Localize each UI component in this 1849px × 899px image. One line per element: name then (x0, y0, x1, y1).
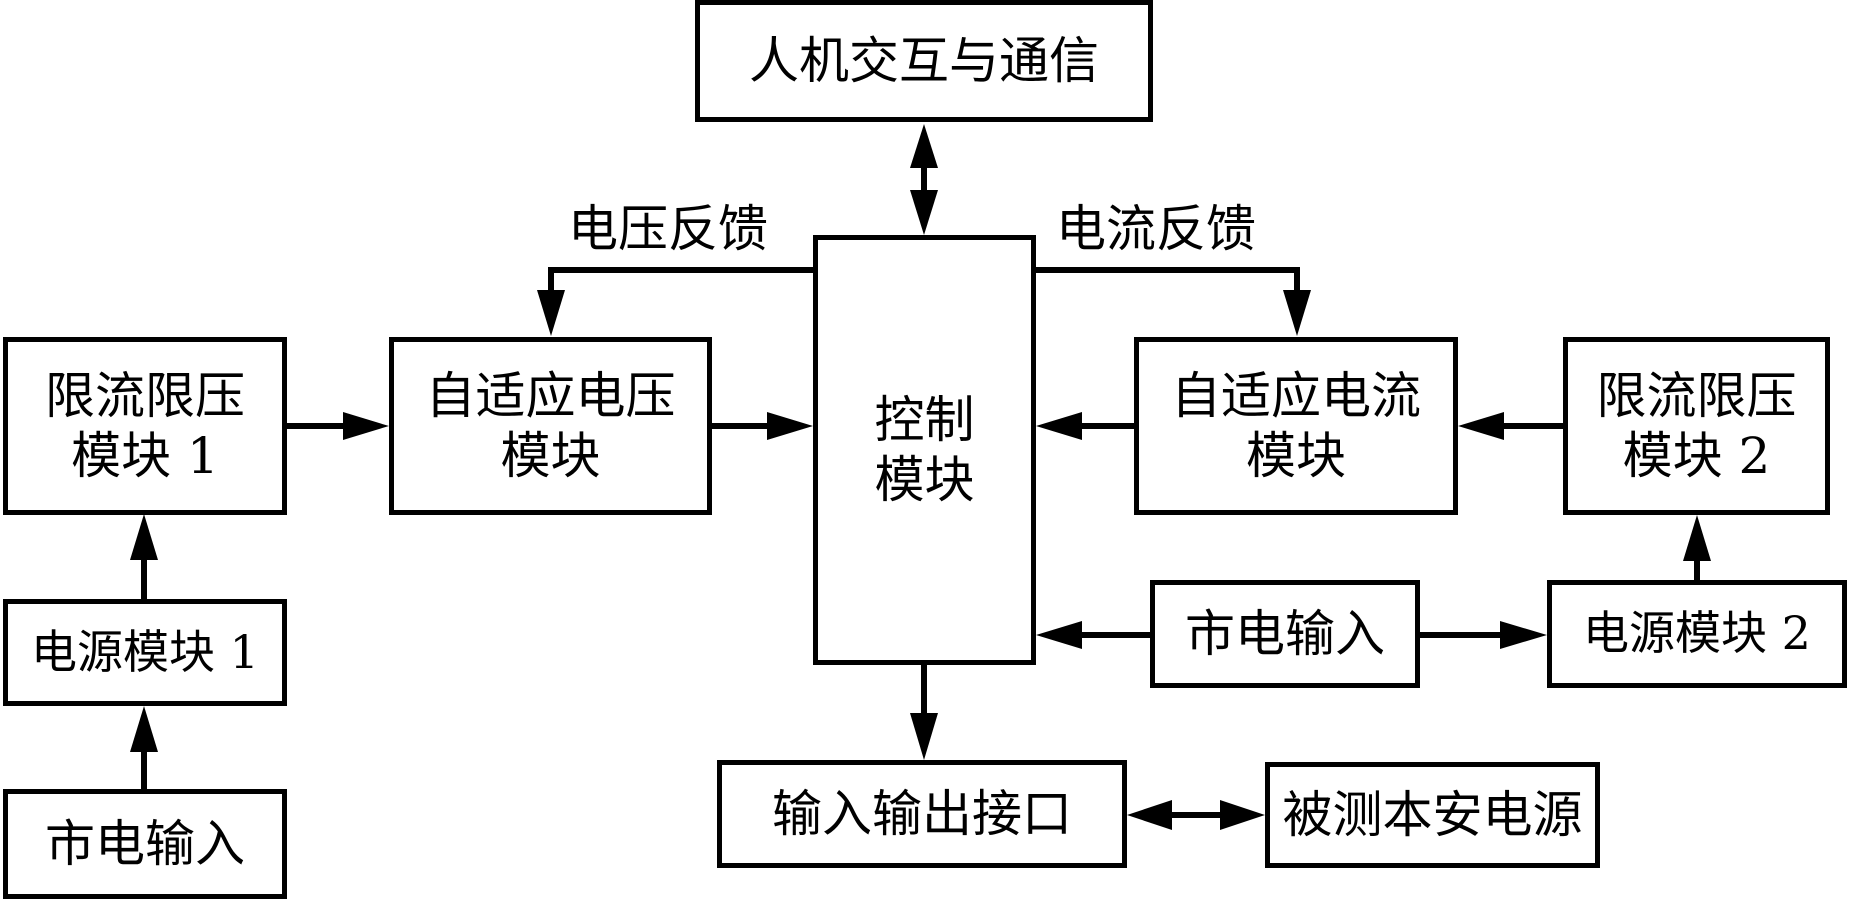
arrowhead-into-limit2 (1683, 515, 1711, 561)
node-label-line2: 模块 1 (71, 427, 219, 485)
arrowhead-into-control-left (767, 412, 813, 440)
node-label-line2: 模块 2 (1622, 427, 1771, 485)
node-limit-module-2: 限流限压 模块 2 (1563, 337, 1830, 515)
node-device-under-test: 被测本安电源 (1265, 762, 1600, 868)
arrowhead-io-left (1127, 800, 1172, 830)
node-adaptive-voltage-module: 自适应电压 模块 (389, 337, 712, 515)
node-label: 市电输入 (1185, 605, 1385, 663)
node-label-line2: 模块 (1246, 427, 1346, 485)
edge-current-feedback (1036, 267, 1300, 290)
node-power-module-2: 电源模块 2 (1547, 580, 1847, 688)
node-label: 人机交互与通信 (749, 32, 1099, 90)
arrowhead-adaptv-down (537, 290, 565, 336)
node-hmi-communication: 人机交互与通信 (695, 0, 1153, 122)
node-label-line1: 自适应电压 (425, 367, 676, 425)
arrowhead-into-control-mains (1036, 621, 1082, 649)
arrowhead-control-down (910, 190, 938, 235)
node-label: 被测本安电源 (1282, 786, 1583, 844)
node-label: 输入输出接口 (772, 785, 1072, 843)
node-label-line1: 限流限压 (45, 367, 245, 425)
node-mains-input-left: 市电输入 (3, 789, 287, 899)
arrowhead-into-power2 (1500, 621, 1547, 649)
arrowhead-into-limit1 (130, 514, 158, 560)
arrowhead-into-io (910, 713, 938, 760)
node-label-line2: 模块 (874, 451, 975, 509)
node-label-line1: 限流限压 (1596, 367, 1797, 425)
current-feedback-label: 电流反馈 (1056, 200, 1256, 258)
node-label: 电源模块 2 (1583, 606, 1811, 661)
node-adaptive-current-module: 自适应电流 模块 (1134, 337, 1458, 515)
node-label-line1: 自适应电流 (1171, 367, 1421, 425)
arrowhead-dut-right (1220, 800, 1265, 830)
node-io-interface: 输入输出接口 (717, 760, 1127, 868)
edge-voltage-feedback (548, 267, 816, 290)
voltage-feedback-label: 电压反馈 (568, 200, 768, 258)
node-mains-input-center: 市电输入 (1150, 580, 1420, 688)
arrowhead-into-adapti (1458, 412, 1504, 440)
arrowhead-adapti-down (1283, 290, 1311, 336)
arrowhead-into-adaptv (343, 412, 389, 440)
arrowhead-into-power1 (130, 706, 158, 752)
node-label-line2: 模块 (500, 427, 601, 485)
node-label: 市电输入 (45, 815, 245, 873)
node-label: 电源模块 1 (31, 624, 259, 679)
node-power-module-1: 电源模块 1 (3, 599, 287, 706)
arrowhead-hmi-up (910, 124, 938, 168)
node-control-module: 控制 模块 (813, 235, 1036, 665)
arrowhead-into-control-right (1036, 412, 1082, 440)
node-label-line1: 控制 (874, 391, 975, 449)
node-limit-module-1: 限流限压 模块 1 (3, 337, 287, 515)
